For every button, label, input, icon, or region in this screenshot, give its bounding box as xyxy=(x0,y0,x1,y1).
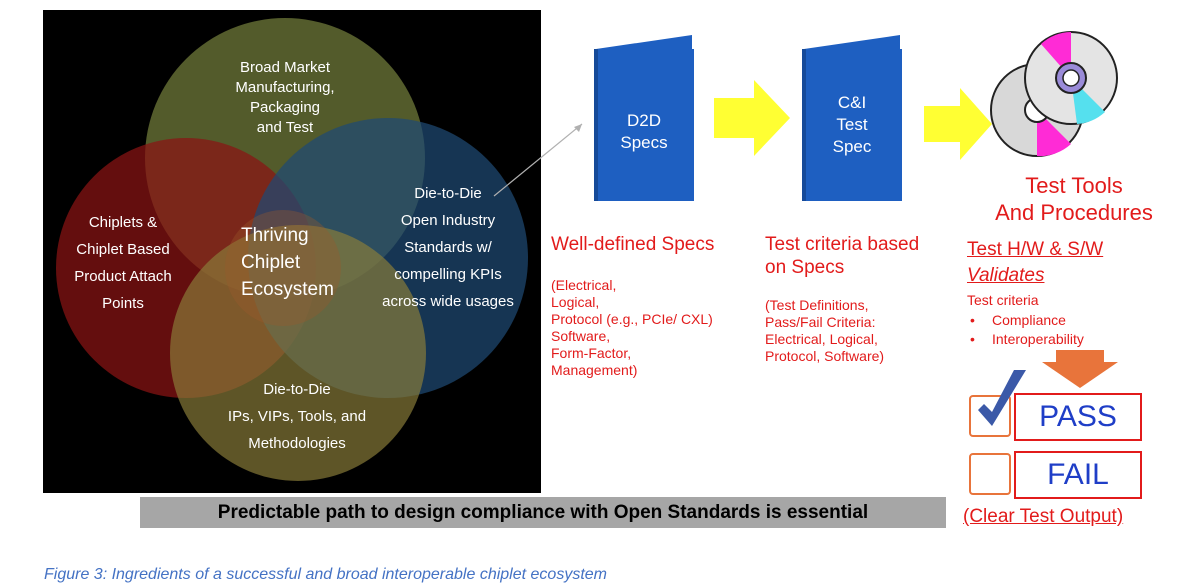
specs-body: (Electrical, Logical, Protocol (e.g., PC… xyxy=(551,277,713,378)
clear-test-output: (Clear Test Output) xyxy=(963,506,1124,527)
orange-down-arrow xyxy=(1042,350,1118,388)
flow-arrow-1 xyxy=(714,80,790,156)
criteria-list: •Compliance •Interoperability xyxy=(970,311,1084,349)
test-hw-sw: Test H/W & S/W xyxy=(967,239,1104,260)
test-criteria-title: Test criteria based on Specs xyxy=(765,234,920,278)
ci-test-spec-label: C&I Test Spec xyxy=(832,93,872,156)
pass-box: PASS xyxy=(1014,393,1142,441)
fail-checkbox xyxy=(969,453,1011,495)
d2d-spec-label: D2D Specs xyxy=(620,111,668,152)
flow-arrow-2 xyxy=(924,88,992,160)
figure-caption: Figure 3: Ingredients of a successful an… xyxy=(44,566,607,583)
venn-center-glow xyxy=(225,210,341,326)
test-tools-cd-icon xyxy=(990,31,1118,157)
test-criteria-label: Test criteria xyxy=(967,292,1039,308)
connector-line xyxy=(493,123,583,197)
criteria-item: •Compliance xyxy=(970,312,1066,328)
validates-label: Validates xyxy=(967,265,1045,286)
test-tools-title: Test Tools And Procedures xyxy=(995,173,1153,225)
criteria-item: •Interoperability xyxy=(970,331,1084,347)
d2d-spec-book xyxy=(594,35,694,201)
checkmark-icon xyxy=(978,370,1026,426)
ci-test-book xyxy=(802,35,902,201)
specs-title: Well-defined Specs xyxy=(551,234,715,255)
venn-circle-bottom xyxy=(170,225,426,481)
test-criteria-body: (Test Definitions, Pass/Fail Criteria: E… xyxy=(765,297,885,364)
banner: Predictable path to design compliance wi… xyxy=(140,497,946,528)
fail-box: FAIL xyxy=(1014,451,1142,499)
